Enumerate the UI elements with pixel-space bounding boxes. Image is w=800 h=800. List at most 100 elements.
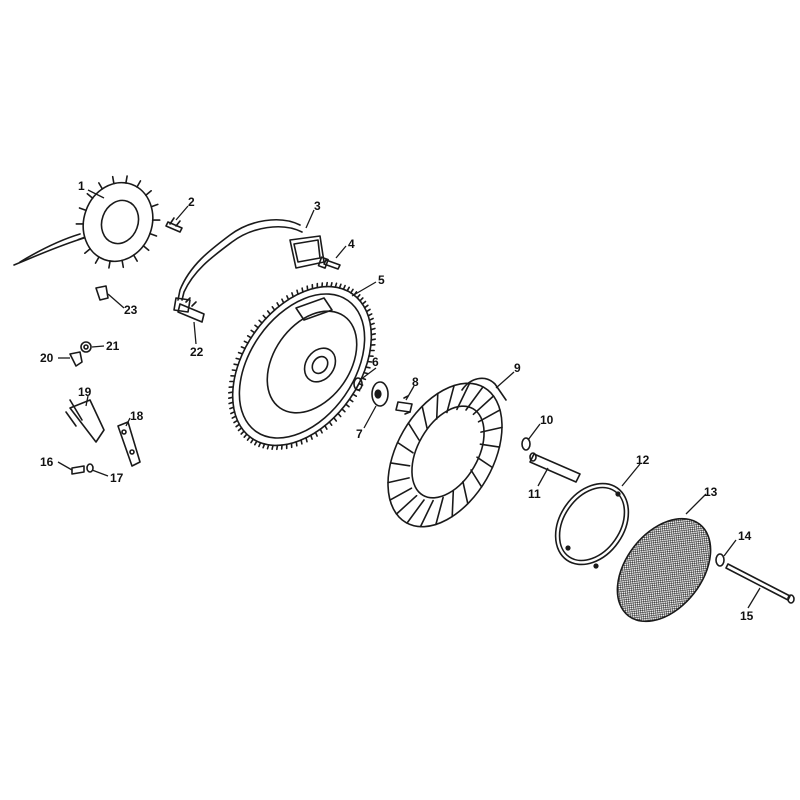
callout-22: 22 xyxy=(190,345,204,359)
ring-gear-tooth xyxy=(361,300,367,305)
cooling-fan[interactable] xyxy=(364,363,525,546)
callout-8: 8 xyxy=(412,375,419,389)
fan-blade xyxy=(389,487,413,501)
clip-20[interactable] xyxy=(69,351,83,367)
ring-gear-tooth xyxy=(346,286,350,292)
fan-blade xyxy=(435,392,439,420)
ring-gear-tooth xyxy=(338,283,342,289)
callout-17: 17 xyxy=(110,471,124,485)
ring-gear-tooth xyxy=(370,338,376,341)
ring-gear-tooth xyxy=(237,351,244,355)
clip-23[interactable] xyxy=(95,285,109,301)
ring-gear-tooth xyxy=(305,437,308,443)
callout-15: 15 xyxy=(740,609,754,623)
ring-gear-tooth xyxy=(233,419,239,424)
callout-5: 5 xyxy=(378,273,385,287)
ring-gear-tooth xyxy=(231,369,238,372)
callout-4: 4 xyxy=(348,237,355,251)
ring-gear-tooth xyxy=(235,423,241,428)
fan-blade xyxy=(472,395,495,416)
callout-13: 13 xyxy=(704,485,718,499)
ring-gear-tooth xyxy=(246,436,251,441)
flywheel[interactable] xyxy=(204,261,400,472)
ring-gear-tooth xyxy=(276,444,279,451)
fan-blade xyxy=(462,480,469,505)
ring-gear-tooth xyxy=(281,298,285,304)
fan-blade xyxy=(407,422,420,441)
bracket-18[interactable] xyxy=(117,421,141,467)
screw-4[interactable] xyxy=(317,256,341,270)
ring-gear-tooth xyxy=(254,324,259,329)
ring-gear-tooth xyxy=(325,281,328,288)
stator-tooth xyxy=(98,182,104,190)
ring-gear-tooth xyxy=(291,292,294,298)
ring-gear-tooth xyxy=(233,363,239,366)
callout-11: 11 xyxy=(528,487,541,501)
ring-gear-tooth xyxy=(359,297,364,302)
screen-screw[interactable] xyxy=(725,563,795,604)
washer-17[interactable] xyxy=(86,463,94,473)
stator-tooth xyxy=(86,192,94,199)
fan-blade xyxy=(435,496,444,526)
spacer[interactable] xyxy=(529,452,581,483)
ring-gear-tooth xyxy=(266,310,271,315)
ring-gear-tooth xyxy=(310,434,313,440)
ring-gear-tooth xyxy=(286,295,290,301)
stator-tooth xyxy=(77,236,86,241)
flywheel-bolt[interactable] xyxy=(395,395,413,415)
ring-gear-tooth xyxy=(306,285,309,291)
fan-blade xyxy=(406,499,425,524)
flywheel-washer[interactable] xyxy=(371,381,389,407)
callout-7: 7 xyxy=(356,427,363,441)
fan-blade xyxy=(395,494,418,515)
ring-gear-tooth xyxy=(333,417,338,422)
washer-10[interactable] xyxy=(521,437,531,451)
ring-gear-tooth xyxy=(328,421,333,426)
ring-gear-tooth xyxy=(324,424,328,430)
ring-gear-tooth xyxy=(314,431,318,437)
callout-1: 1 xyxy=(78,179,85,193)
washer-14[interactable] xyxy=(715,553,725,567)
ring-gear-tooth xyxy=(300,439,303,445)
ring-gear-tooth xyxy=(348,398,354,403)
ring-gear-tooth xyxy=(295,441,298,447)
ring-gear-tooth xyxy=(337,412,342,418)
nut-21[interactable] xyxy=(80,341,92,353)
leader-lines xyxy=(57,189,761,609)
fan-blade xyxy=(480,426,503,433)
stator-tooth xyxy=(121,259,125,269)
stator-tooth xyxy=(78,207,87,212)
ring-gear-tooth xyxy=(352,393,358,397)
ring-gear-tooth xyxy=(228,401,234,405)
ring-gear-tooth xyxy=(319,428,323,434)
stator[interactable] xyxy=(13,173,164,271)
fan-blade xyxy=(477,409,501,423)
screw-16[interactable] xyxy=(71,465,85,475)
ring-gear-tooth xyxy=(271,306,276,311)
fan-blade xyxy=(446,384,455,414)
ignition-module[interactable] xyxy=(173,219,325,313)
callout-14: 14 xyxy=(738,529,752,543)
ring-gear-tooth xyxy=(231,415,237,419)
stator-tooth xyxy=(108,260,111,269)
screen-retainer-ring[interactable] xyxy=(541,470,644,579)
key[interactable] xyxy=(353,377,363,391)
switch-bracket-19[interactable] xyxy=(65,399,105,443)
spark-plug[interactable] xyxy=(177,297,205,323)
ring-gear-tooth xyxy=(250,438,254,444)
grass-screen[interactable] xyxy=(598,501,729,639)
ring-gear-tooth xyxy=(230,411,236,415)
ring-gear-tooth xyxy=(266,444,270,450)
stud[interactable] xyxy=(165,217,183,233)
callout-20: 20 xyxy=(40,351,54,365)
fan-blade xyxy=(451,490,455,518)
stator-tooth xyxy=(132,254,138,262)
callout-2: 2 xyxy=(188,195,195,209)
ring-gear-tooth xyxy=(363,304,369,309)
callout-19: 19 xyxy=(78,385,92,399)
stator-tooth xyxy=(125,175,128,184)
fan-blade xyxy=(419,499,434,528)
ring-gear-tooth xyxy=(240,346,246,350)
ring-gear-tooth xyxy=(250,329,256,334)
